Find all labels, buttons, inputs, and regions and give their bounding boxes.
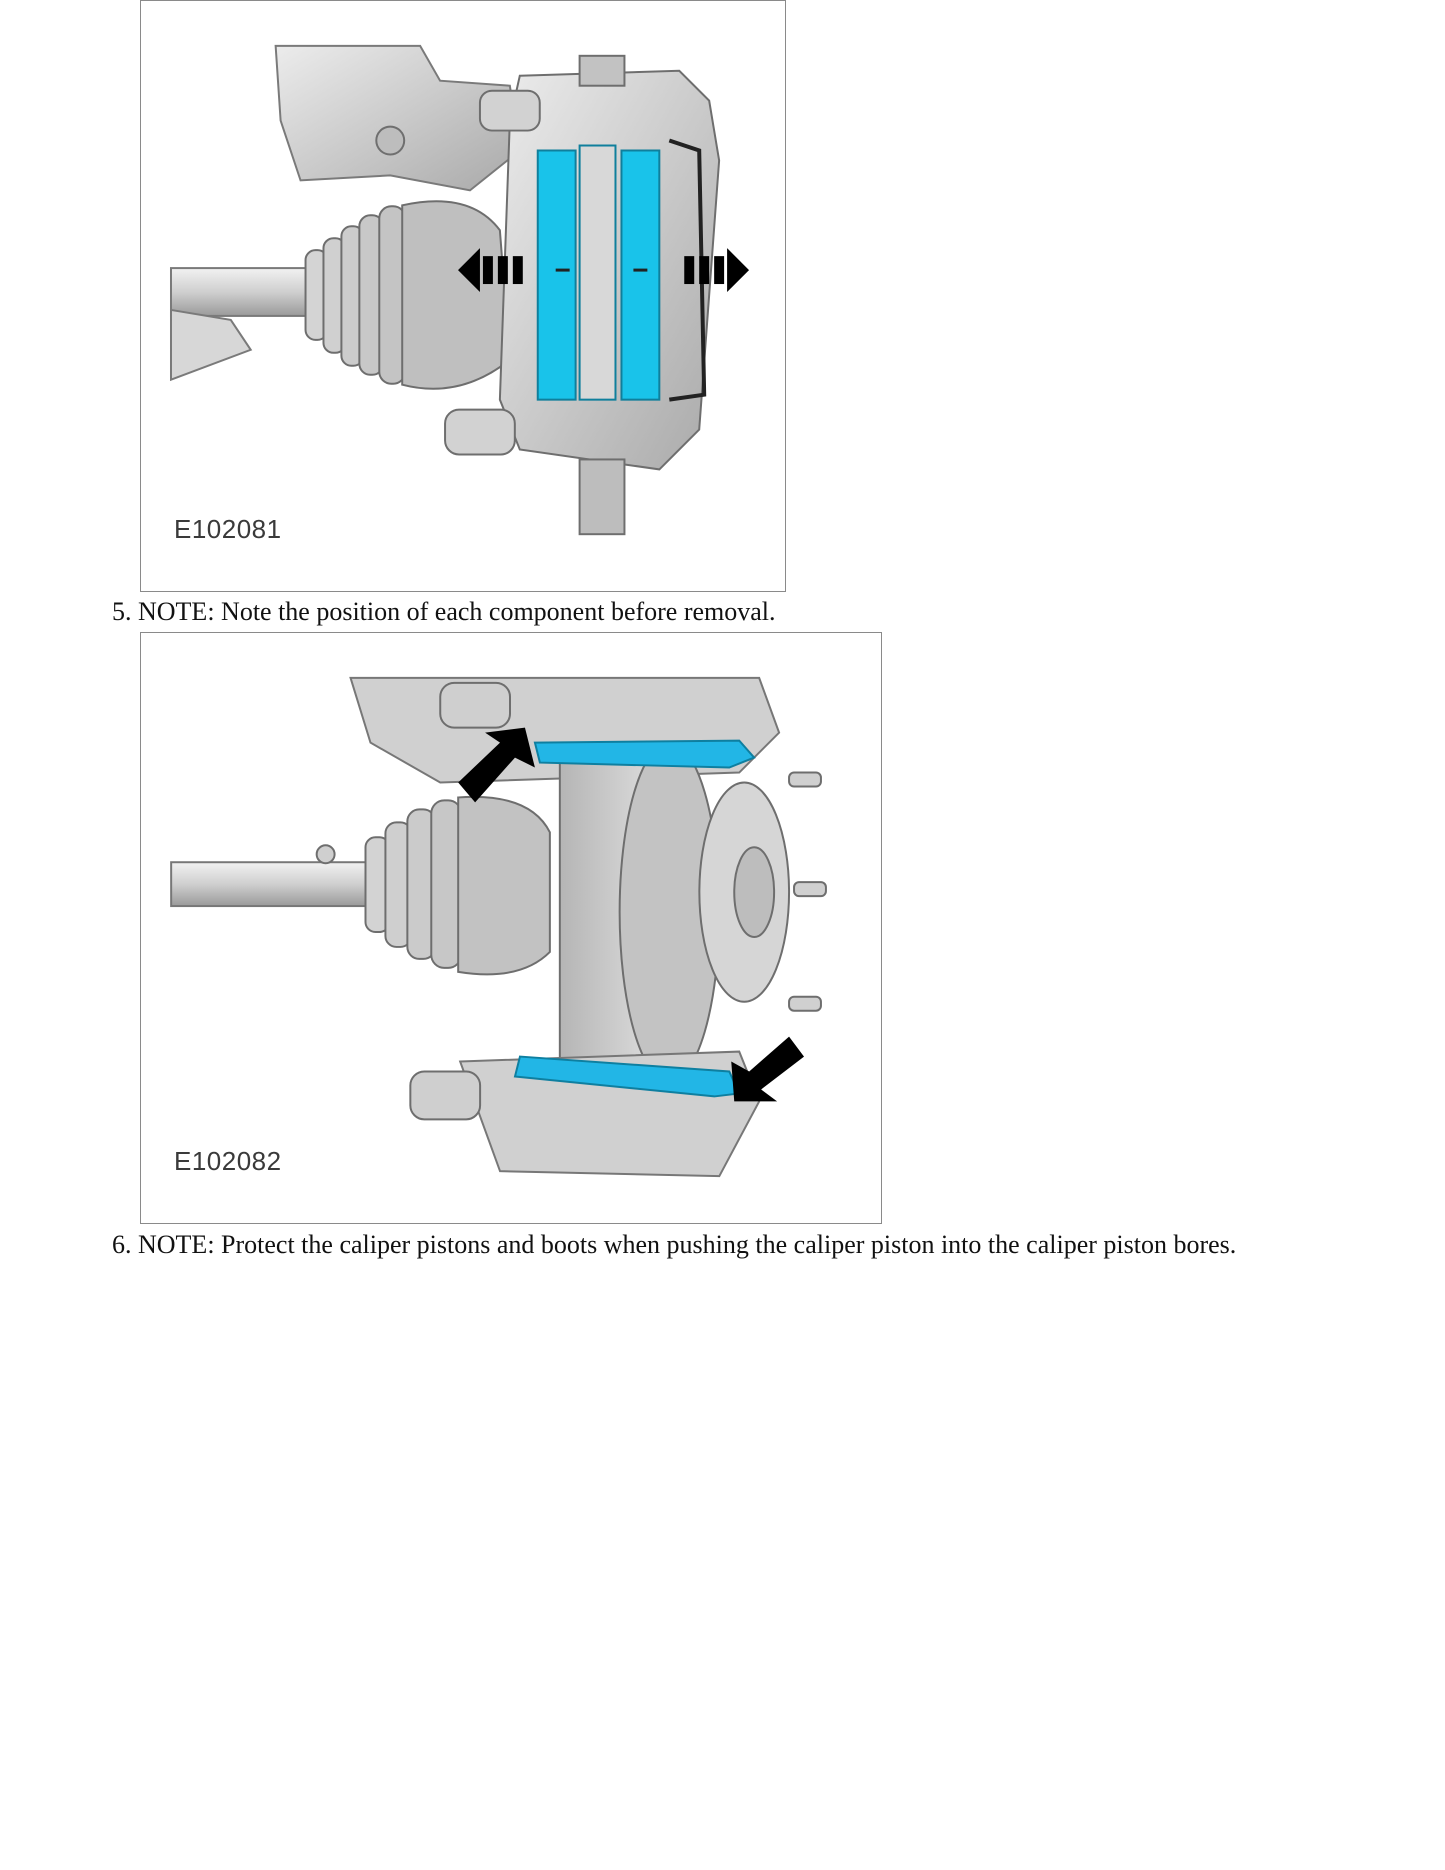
step-6: 6. NOTE: Protect the caliper pistons and… [112, 1230, 1236, 1260]
step-text: NOTE: Note the position of each componen… [138, 597, 776, 626]
step-text: NOTE: Protect the caliper pistons and bo… [138, 1230, 1237, 1259]
figure-anti-rattle-clips: E102082 [140, 632, 882, 1224]
figure-code: E102082 [174, 1146, 282, 1176]
figure-brake-pads-removal: E102081 [140, 0, 786, 592]
brake-disc-illustration [170, 676, 827, 1178]
pointer-arrow-icon [458, 727, 535, 803]
brake-caliper-illustration [169, 44, 750, 536]
pointer-arrow-icon [731, 1036, 805, 1102]
step-number: 5. [112, 597, 132, 626]
left-arrow-icon [458, 248, 523, 293]
step-number: 6. [112, 1230, 132, 1259]
right-arrow-icon [684, 248, 750, 293]
step-5: 5. NOTE: Note the position of each compo… [112, 597, 776, 627]
figure-code: E102081 [174, 514, 282, 544]
